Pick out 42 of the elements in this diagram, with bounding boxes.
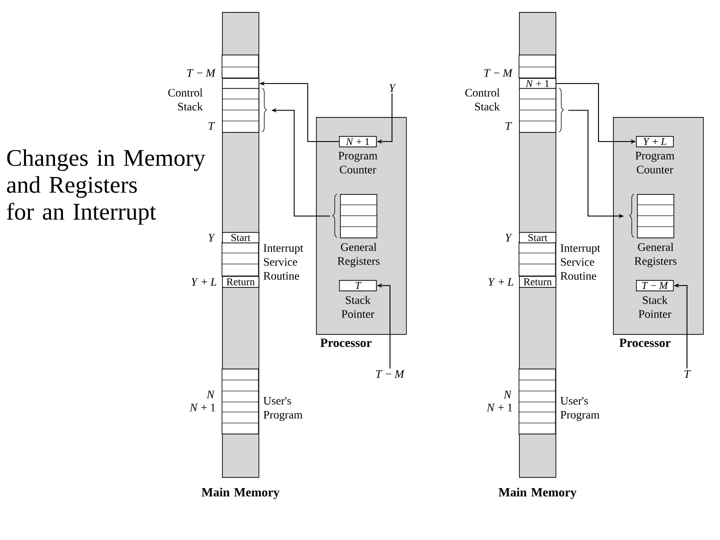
address-label: Y bbox=[208, 234, 216, 242]
region-label: User's Program bbox=[560, 397, 600, 421]
memory-cell: Return bbox=[519, 276, 556, 288]
address-label: Y bbox=[506, 234, 512, 242]
address-label: Y + L bbox=[192, 278, 216, 286]
register-name: General Registers bbox=[338, 242, 380, 268]
title: Changes in Memory and Registers for an Interrupt bbox=[6, 149, 206, 225]
processor-label: Processor bbox=[619, 338, 671, 347]
memory-cell: Return bbox=[222, 276, 260, 288]
register-box: T − M bbox=[636, 280, 674, 292]
register-name: Program Counter bbox=[338, 152, 378, 174]
address-label: T bbox=[506, 122, 512, 130]
memory-cell: Start bbox=[519, 232, 556, 244]
address-label: T bbox=[208, 122, 215, 130]
region-label: Control Stack bbox=[168, 88, 203, 110]
address-label: N bbox=[504, 390, 512, 398]
value-label: T − M bbox=[376, 370, 405, 378]
memory-cell bbox=[222, 78, 260, 90]
processor-label: Processor bbox=[320, 338, 372, 347]
register-name: General Registers bbox=[634, 242, 677, 268]
region-label: Interrupt Service Routine bbox=[264, 244, 304, 280]
memory-cell: N + 1 bbox=[519, 78, 556, 90]
address-label: T − M bbox=[187, 69, 216, 77]
register-box: T bbox=[339, 280, 377, 292]
address-label: N bbox=[206, 390, 215, 398]
region-label: Interrupt Service Routine bbox=[560, 244, 600, 280]
register-name: Stack Pointer bbox=[638, 296, 672, 318]
region-label: Control Stack bbox=[465, 88, 500, 110]
value-label: Y bbox=[389, 84, 396, 92]
value-label: T bbox=[684, 370, 691, 378]
address-label: Y + L bbox=[488, 278, 514, 286]
address-label: T − M bbox=[484, 69, 513, 77]
memory-label: Main Memory bbox=[498, 488, 576, 500]
register-box: N + 1 bbox=[339, 136, 377, 148]
memory-cell: Start bbox=[222, 232, 260, 244]
region-label: User's Program bbox=[263, 397, 302, 421]
memory-label: Main Memory bbox=[202, 488, 280, 500]
register-name: Stack Pointer bbox=[342, 296, 374, 318]
address-label: N + 1 bbox=[190, 404, 216, 412]
address-label: N + 1 bbox=[486, 404, 512, 412]
register-name: Program Counter bbox=[635, 152, 674, 174]
register-box: Y + L bbox=[636, 136, 674, 148]
